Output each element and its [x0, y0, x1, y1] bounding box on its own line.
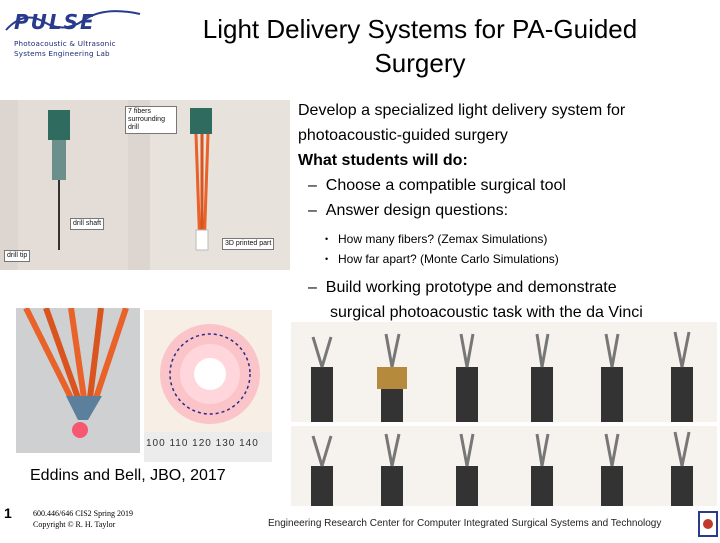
list-item: – Build working prototype and demonstrat…	[298, 275, 713, 300]
slide-title: Light Delivery Systems for PA-Guided Sur…	[160, 12, 680, 80]
pulse-lab-logo: PULSE Photoacoustic & Ultrasonic Systems…	[4, 6, 142, 58]
logo-line1: Photoacoustic & Ultrasonic	[14, 39, 116, 48]
section-heading: What students will do:	[298, 152, 468, 169]
surgical-tools-illustration	[311, 431, 693, 506]
title-line1: Light Delivery Systems for PA-Guided	[202, 14, 638, 44]
footer-text: Engineering Research Center for Computer…	[268, 518, 662, 529]
surgical-tools-illustration	[311, 331, 693, 422]
course-info: 600.446/646 CIS2 Spring 2019 Copyright ©…	[33, 508, 133, 530]
fiber-bundle-photo	[16, 308, 140, 453]
label-fibers: 7 fibers surrounding drill	[125, 106, 177, 134]
title-line2: Surgery	[374, 48, 466, 78]
sub-list-item: How far apart? (Monte Carlo Simulations)	[298, 249, 713, 269]
image-citation: Eddins and Bell, JBO, 2017	[30, 467, 226, 484]
intro-line2: photoacoustic-guided surgery	[298, 127, 508, 144]
dash: –	[308, 279, 317, 296]
list-item-text: Answer design questions:	[325, 202, 509, 219]
dash: –	[308, 177, 317, 194]
list-item-text: Choose a compatible surgical tool	[325, 177, 566, 194]
fiber-bundle-illustration	[16, 308, 140, 453]
course-line2: Copyright © R. H. Taylor	[33, 520, 116, 529]
erc-logo-icon	[697, 510, 719, 538]
dash: –	[308, 202, 317, 219]
logo-word: PULSE	[14, 10, 96, 34]
sub-list-item: How many fibers? (Zemax Simulations)	[298, 229, 713, 249]
list-item: – Answer design questions:	[298, 198, 713, 223]
da-vinci-tools-photo-bottom	[291, 426, 717, 506]
da-vinci-tools-photo-top	[291, 322, 717, 422]
pulse-wave-icon	[5, 10, 141, 31]
logo-line2: Systems Engineering Lab	[14, 49, 110, 58]
page-number: 1	[4, 505, 12, 521]
label-drill-tip: drill tip	[4, 250, 31, 262]
laser-beam-profile-photo: 100 110 120 130 140	[144, 310, 272, 462]
label-3d-printed-part: 3D printed part	[222, 238, 275, 250]
intro-line1: Develop a specialized light delivery sys…	[298, 102, 626, 119]
list-item: – Choose a compatible surgical tool	[298, 173, 713, 198]
drill-instrument-photo: 7 fibers surrounding drill drill shaft d…	[0, 100, 290, 270]
label-drill-shaft: drill shaft	[70, 218, 105, 230]
ruler-scale: 100 110 120 130 140	[146, 438, 259, 449]
list-item-continued: surgical photoacoustic task with the da …	[330, 304, 643, 321]
beam-profile-illustration	[144, 310, 272, 462]
list-item-text: Build working prototype and demonstrate	[325, 279, 617, 296]
slide-body: Develop a specialized light delivery sys…	[298, 98, 713, 325]
course-line1: 600.446/646 CIS2 Spring 2019	[33, 509, 134, 518]
